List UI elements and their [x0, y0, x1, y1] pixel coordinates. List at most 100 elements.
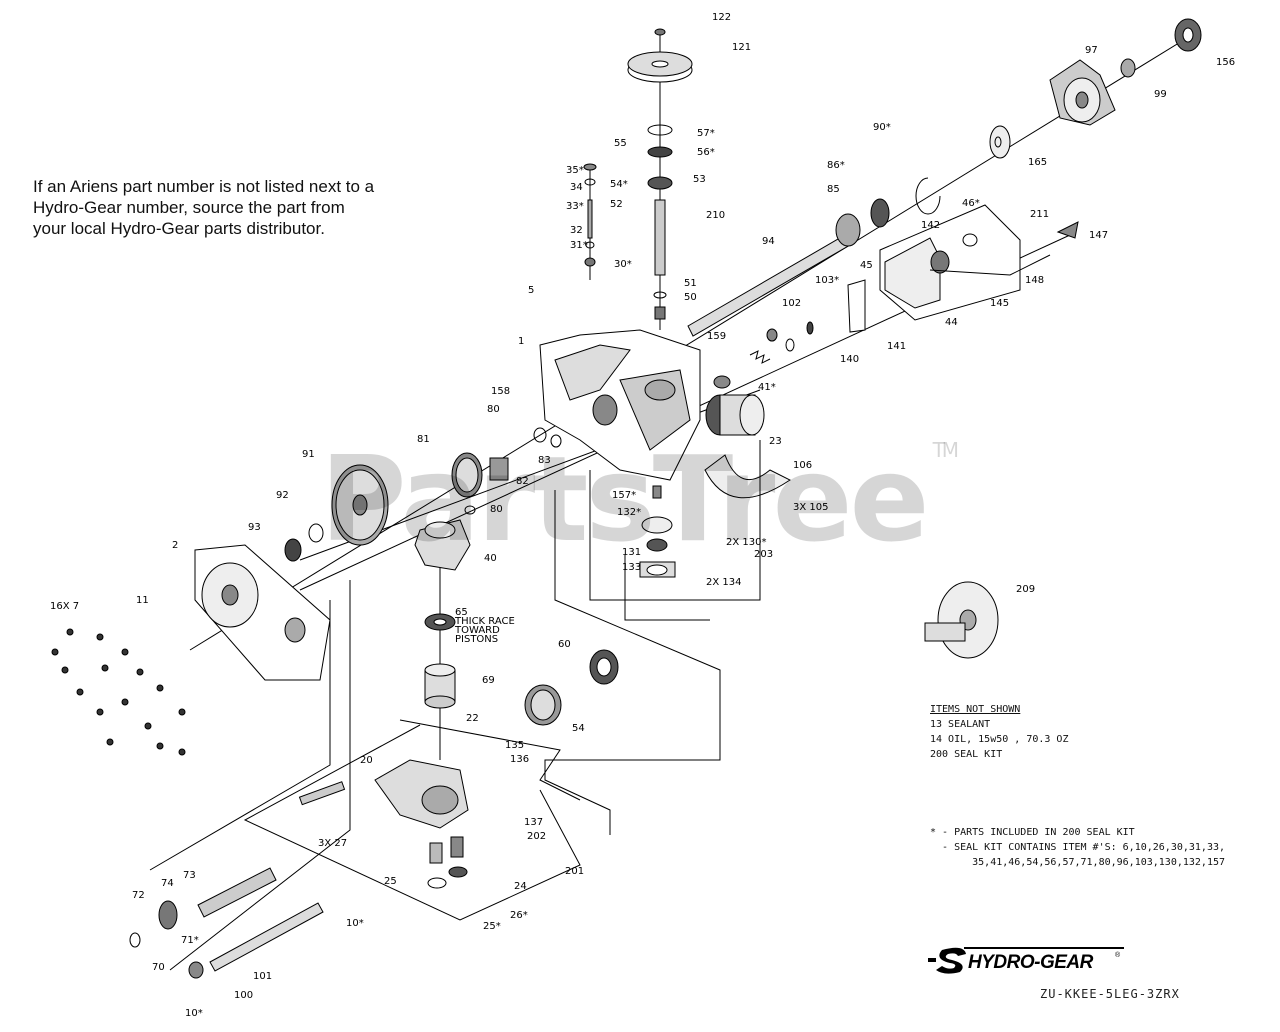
- callout-label: 157*: [612, 490, 636, 501]
- callout-label: 97: [1085, 45, 1098, 56]
- note-line: your local Hydro-Gear parts distributor.: [33, 219, 325, 238]
- callout-label: 23: [769, 436, 782, 447]
- callout-label: 25*: [483, 921, 501, 932]
- callout-label: 80: [490, 504, 503, 515]
- callout-label: 2X 134: [706, 577, 741, 588]
- callout-label: 31*: [570, 240, 588, 251]
- callout-label: 10*: [185, 1008, 203, 1019]
- sourcing-note: If an Ariens part number is not listed n…: [33, 176, 453, 239]
- callout-label: 137: [524, 817, 543, 828]
- callout-label: 20: [360, 755, 373, 766]
- callout-label: 41*: [758, 382, 776, 393]
- callout-label: 44: [945, 317, 958, 328]
- callout-label: 211: [1030, 209, 1049, 220]
- callout-label: 24: [514, 881, 527, 892]
- callout-label: 35*: [566, 165, 584, 176]
- callout-label: 103*: [815, 275, 839, 286]
- callout-label: 133: [622, 562, 641, 573]
- callout-label: 82: [516, 476, 529, 487]
- callout-label: 34: [570, 182, 583, 193]
- callout-label: 131: [622, 547, 641, 558]
- callout-label: 26*: [510, 910, 528, 921]
- callout-label: 158: [491, 386, 510, 397]
- callout-label: 94: [762, 236, 775, 247]
- note-line: Hydro-Gear number, source the part from: [33, 198, 345, 217]
- callout-label: 60: [558, 639, 571, 650]
- callout-label: 147: [1089, 230, 1108, 241]
- callout-label: 71*: [181, 935, 199, 946]
- callout-label: PISTONS: [455, 634, 498, 645]
- callout-label: 54: [572, 723, 585, 734]
- callout-label: 54*: [610, 179, 628, 190]
- callout-label: 32: [570, 225, 583, 236]
- callout-label: 122: [712, 12, 731, 23]
- callout-label: 74: [161, 878, 174, 889]
- callout-label: 2: [172, 540, 178, 551]
- items-not-shown-header: ITEMS NOT SHOWN: [930, 704, 1021, 715]
- callout-label: 25: [384, 876, 397, 887]
- callout-label: 72: [132, 890, 145, 901]
- callout-label: 73: [183, 870, 196, 881]
- callout-label: 30*: [614, 259, 632, 270]
- callout-label: 210: [706, 210, 725, 221]
- callout-label: 85: [827, 184, 840, 195]
- callout-label: 57*: [697, 128, 715, 139]
- callout-label: 141: [887, 341, 906, 352]
- callout-label: 132*: [617, 507, 641, 518]
- callout-label: 121: [732, 42, 751, 53]
- callout-label: 99: [1154, 89, 1167, 100]
- callout-label: 80: [487, 404, 500, 415]
- callout-label: 53: [693, 174, 706, 185]
- callout-label: 142: [921, 220, 940, 231]
- callout-label: 102: [782, 298, 801, 309]
- seal-kit-line: * - PARTS INCLUDED IN 200 SEAL KIT: [930, 827, 1135, 838]
- callout-label: 136: [510, 754, 529, 765]
- callout-label: 86*: [827, 160, 845, 171]
- callout-label: 1: [518, 336, 524, 347]
- callout-label: 93: [248, 522, 261, 533]
- logo-registered: ®: [1115, 952, 1121, 959]
- seal-kit-note: * - PARTS INCLUDED IN 200 SEAL KIT - SEA…: [930, 825, 1225, 870]
- callout-label: THICK RACE: [454, 616, 515, 627]
- items-not-shown-line: 14 OIL, 15w50 , 70.3 OZ: [930, 734, 1069, 745]
- callout-label: 202: [527, 831, 546, 842]
- callout-label: 201: [565, 866, 584, 877]
- callout-label: 90*: [873, 122, 891, 133]
- callout-label: 70: [152, 962, 165, 973]
- callout-label: 135: [505, 740, 524, 751]
- items-not-shown-line: 13 SEALANT: [930, 719, 991, 730]
- callout-label: 33*: [566, 201, 584, 212]
- callout-label: 10*: [346, 918, 364, 929]
- model-number: ZU-KKEE-5LEG-3ZRX: [1040, 987, 1180, 1001]
- callout-label: 22: [466, 713, 479, 724]
- callout-label: 40: [484, 553, 497, 564]
- callout-label: 159: [707, 331, 726, 342]
- callout-label: 91: [302, 449, 315, 460]
- callout-label: 46*: [962, 198, 980, 209]
- callout-label: 45: [860, 260, 873, 271]
- callout-label: 203: [754, 549, 773, 560]
- hydro-gear-logo-icon: [928, 947, 1124, 974]
- callout-label: 55: [614, 138, 627, 149]
- callout-label: 2X 130*: [726, 537, 766, 548]
- callout-label: 3X 105: [793, 502, 828, 513]
- items-not-shown-line: 200 SEAL KIT: [930, 749, 1003, 760]
- callout-label: 81: [417, 434, 430, 445]
- callout-label: 145: [990, 298, 1009, 309]
- callout-label: 140: [840, 354, 859, 365]
- note-line: If an Ariens part number is not listed n…: [33, 177, 375, 196]
- callout-label: 92: [276, 490, 289, 501]
- logo-wordmark: HYDRO-GEAR: [968, 952, 1093, 973]
- callout-label: 56*: [697, 147, 715, 158]
- callout-label: 83: [538, 455, 551, 466]
- callout-label: 100: [234, 990, 253, 1001]
- callout-label: 11: [136, 595, 149, 606]
- callout-label: 52: [610, 199, 623, 210]
- callout-label: 165: [1028, 157, 1047, 168]
- seal-kit-line: - SEAL KIT CONTAINS ITEM #'S: 6,10,26,30…: [930, 842, 1226, 853]
- callout-label: 209: [1016, 584, 1035, 595]
- callout-label: 50: [684, 292, 697, 303]
- callout-label: 101: [253, 971, 272, 982]
